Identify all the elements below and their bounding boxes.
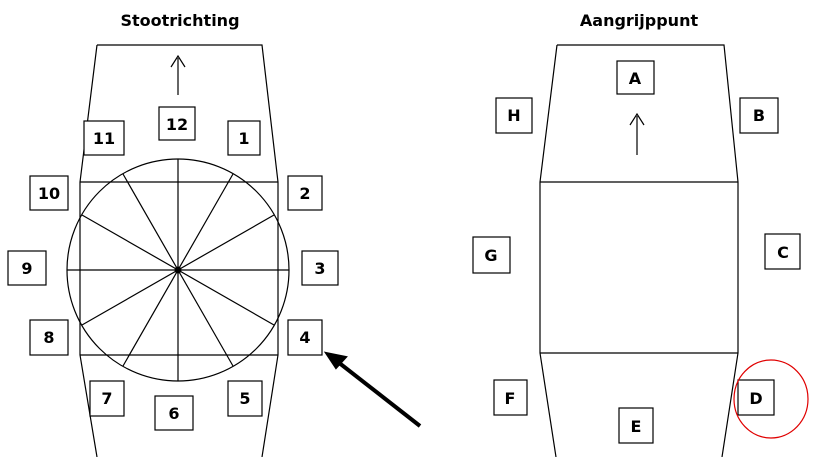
point-box-F[interactable]: F [493,379,528,416]
svg-text:8: 8 [43,328,54,347]
svg-text:C: C [777,243,789,262]
up-arrow-head [629,112,645,126]
svg-text:3: 3 [314,259,325,278]
direction-box-7[interactable]: 7 [89,380,125,417]
direction-box-10[interactable]: 10 [29,175,69,211]
direction-box-2[interactable]: 2 [287,175,323,211]
point-box-H[interactable]: H [495,97,533,134]
svg-text:5: 5 [239,389,250,408]
pointer-arrow-icon [323,351,422,428]
up-arrow-head [170,54,186,68]
aangrijppunt-title: Aangrijppunt [580,11,699,30]
svg-text:D: D [749,389,762,408]
svg-text:1: 1 [238,129,249,148]
svg-text:A: A [629,69,642,88]
direction-box-4[interactable]: 4 [287,319,323,356]
point-box-A[interactable]: A [616,60,655,95]
svg-text:9: 9 [21,259,32,278]
point-box-G[interactable]: G [472,236,511,274]
svg-text:G: G [484,246,497,265]
svg-text:12: 12 [166,115,188,134]
svg-text:2: 2 [299,184,310,203]
direction-box-6[interactable]: 6 [154,395,194,431]
direction-box-3[interactable]: 3 [301,250,339,286]
stootrichting-title: Stootrichting [120,11,239,30]
direction-box-1[interactable]: 1 [227,120,261,156]
direction-box-5[interactable]: 5 [227,380,263,417]
svg-text:H: H [507,106,520,125]
svg-text:10: 10 [38,184,60,203]
right-outline [539,44,739,457]
svg-text:4: 4 [299,328,310,347]
svg-text:B: B [753,106,765,125]
direction-box-11[interactable]: 11 [83,120,125,156]
point-box-B[interactable]: B [739,97,779,134]
direction-box-9[interactable]: 9 [7,250,47,286]
svg-text:F: F [505,389,516,408]
svg-text:11: 11 [93,129,115,148]
svg-text:E: E [631,417,642,436]
direction-box-12[interactable]: 12 [158,106,196,141]
center-dot [174,266,182,274]
svg-text:6: 6 [168,404,179,423]
direction-box-8[interactable]: 8 [29,319,69,356]
point-box-E[interactable]: E [618,407,654,444]
highlight-circle [733,359,809,439]
point-box-C[interactable]: C [764,233,801,270]
svg-text:7: 7 [101,389,112,408]
point-box-D[interactable]: D [737,379,775,416]
